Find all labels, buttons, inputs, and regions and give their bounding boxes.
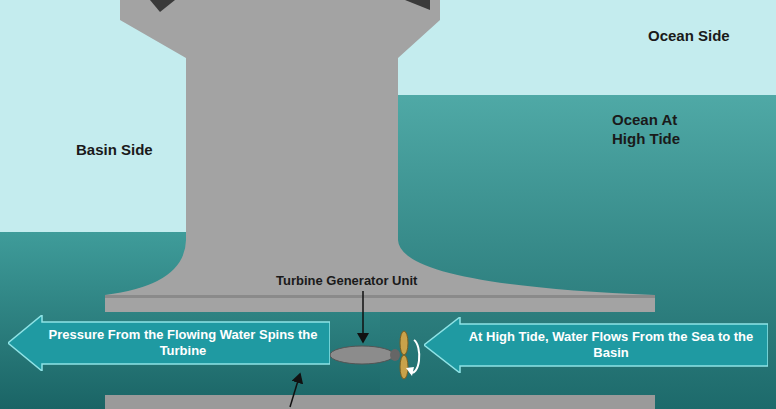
arrow-caption: Pressure From the Flowing Water Spins th… (46, 327, 320, 359)
arrow-caption: At High Tide, Water Flows From the Sea t… (464, 329, 758, 361)
tunnel-floor (105, 395, 655, 409)
leader-line (290, 374, 300, 407)
turbine-body (330, 346, 394, 364)
plate-edge (105, 295, 655, 298)
turbine-blade (400, 331, 408, 355)
dam-structure (105, 0, 655, 312)
region-label: Basin Side (76, 140, 153, 159)
turbine-blade (400, 355, 408, 379)
dam-shadow (405, 0, 430, 10)
region-label: Turbine Generator Unit (276, 272, 417, 289)
flow-arrow: Pressure From the Flowing Water Spins th… (8, 315, 330, 371)
flow-arrow: At High Tide, Water Flows From the Sea t… (424, 317, 768, 373)
region-label: Ocean At High Tide (612, 110, 712, 148)
dam-shadow (150, 0, 175, 12)
turbine-hub (390, 349, 400, 361)
region-label: Ocean Side (648, 26, 730, 45)
leader-line (362, 291, 364, 342)
ocean-water (380, 95, 776, 409)
rotation-arrow-head (406, 367, 414, 376)
arrow-outline (424, 317, 768, 373)
arrow-outline (8, 315, 330, 371)
